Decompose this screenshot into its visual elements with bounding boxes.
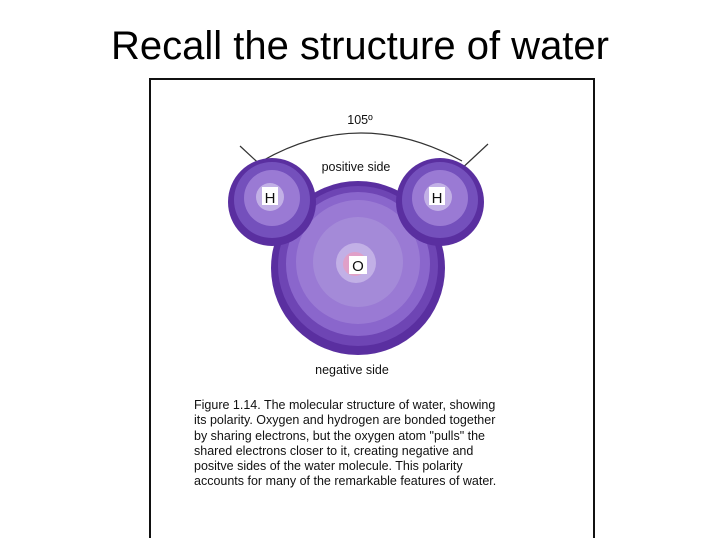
caption-line: accounts for many of the remarkable feat… [194,474,497,489]
negative-side-label: negative side [315,363,389,377]
oxygen-atom [271,181,445,355]
caption-line: its polarity. Oxygen and hydrogen are bo… [194,413,496,428]
hydrogen-right-label: H [432,190,443,207]
hydrogen-atom-left [228,158,316,246]
slide-title: Recall the structure of water [111,24,609,68]
caption-line: positve sides of the water molecule. Thi… [194,459,463,474]
positive-side-label: positive side [322,160,391,174]
oxygen-label: O [352,258,364,275]
caption-line: by sharing electrons, but the oxygen ato… [194,428,485,443]
angle-arc [261,132,463,162]
angle-label: 105º [347,113,373,127]
caption-line: shared electrons closer to it, creating … [194,443,474,458]
hydrogen-atom-right [396,158,484,246]
hydrogen-left-label: H [265,190,276,207]
caption-line: Figure 1.14. The molecular structure of … [194,398,496,412]
figure-caption: Figure 1.14. The molecular structure of … [194,398,554,490]
